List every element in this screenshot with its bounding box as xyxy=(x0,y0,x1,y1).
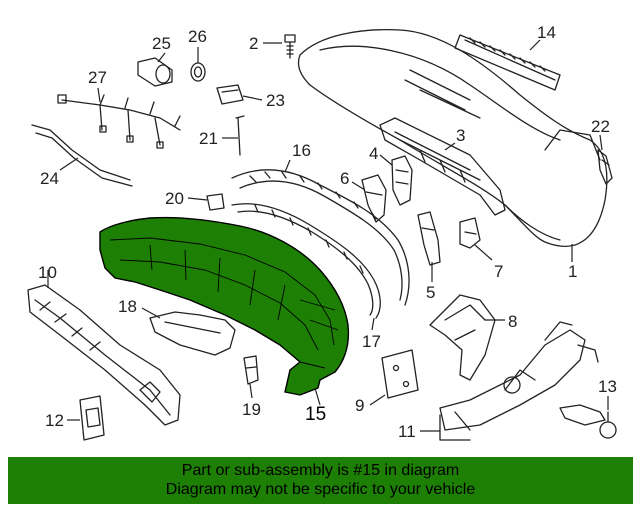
part-18-strip xyxy=(149,311,236,356)
part-21-rod xyxy=(235,115,245,156)
part-9-plate-bracket xyxy=(381,349,419,399)
callout-13: 13 xyxy=(598,377,617,396)
part-20-clip xyxy=(206,193,225,211)
part-14-trim-strip xyxy=(454,34,561,91)
part-12-plate xyxy=(79,395,105,441)
part-22-clip xyxy=(597,149,613,185)
part-24-cable xyxy=(31,124,133,187)
part-13-tow-ball xyxy=(559,404,617,439)
callout-23: 23 xyxy=(266,91,285,110)
part-17-moulding xyxy=(231,203,381,319)
part-27-harness xyxy=(57,94,181,149)
part-25-sensor xyxy=(137,57,173,87)
part-2-screw xyxy=(284,34,296,59)
callout-24: 24 xyxy=(40,169,59,188)
callout-27: 27 xyxy=(88,68,107,87)
part-7-bracket xyxy=(459,217,481,249)
callout-5: 5 xyxy=(426,283,435,302)
callout-16: 16 xyxy=(292,141,311,160)
part-19-bracket xyxy=(243,355,259,385)
part-1-bumper-cover xyxy=(297,29,608,248)
part-3-absorber xyxy=(379,117,506,216)
part-26-ring xyxy=(190,62,206,82)
callout-14: 14 xyxy=(537,23,556,42)
part-16-moulding xyxy=(231,169,410,306)
leader-lines xyxy=(47,39,609,432)
part-8-bracket xyxy=(429,294,496,381)
callout-15: 15 xyxy=(305,404,326,425)
callout-25: 25 xyxy=(152,34,171,53)
banner-line-2: Diagram may not be specific to your vehi… xyxy=(165,481,476,498)
part-6-bracket xyxy=(361,174,387,223)
info-banner: Part or sub-assembly is #15 in diagram D… xyxy=(8,457,633,504)
callout-22: 22 xyxy=(591,117,610,136)
part-11-tow-hitch xyxy=(439,321,599,441)
callout-26: 26 xyxy=(188,27,207,46)
callout-21: 21 xyxy=(199,129,218,148)
callout-10: 10 xyxy=(38,263,57,282)
callout-8: 8 xyxy=(508,312,517,331)
callout-1: 1 xyxy=(568,262,577,281)
callout-11: 11 xyxy=(398,422,416,441)
callout-17: 17 xyxy=(362,332,381,351)
part-15-diffuser-highlighted[interactable] xyxy=(99,216,350,396)
callout-12: 12 xyxy=(45,411,64,430)
banner-line-1: Part or sub-assembly is #15 in diagram xyxy=(181,462,460,479)
callout-7: 7 xyxy=(494,262,503,281)
callout-18: 18 xyxy=(118,297,137,316)
callout-20: 20 xyxy=(165,189,184,208)
callout-6: 6 xyxy=(340,169,349,188)
callout-9: 9 xyxy=(355,396,364,415)
callout-2: 2 xyxy=(249,34,258,53)
callout-4: 4 xyxy=(369,144,378,163)
part-10-reinforcement xyxy=(27,284,181,426)
part-4-bracket xyxy=(391,155,413,206)
part-5-bracket xyxy=(417,211,441,266)
part-23-cover xyxy=(216,84,244,105)
callout-19: 19 xyxy=(242,400,261,419)
callout-3: 3 xyxy=(456,126,465,145)
